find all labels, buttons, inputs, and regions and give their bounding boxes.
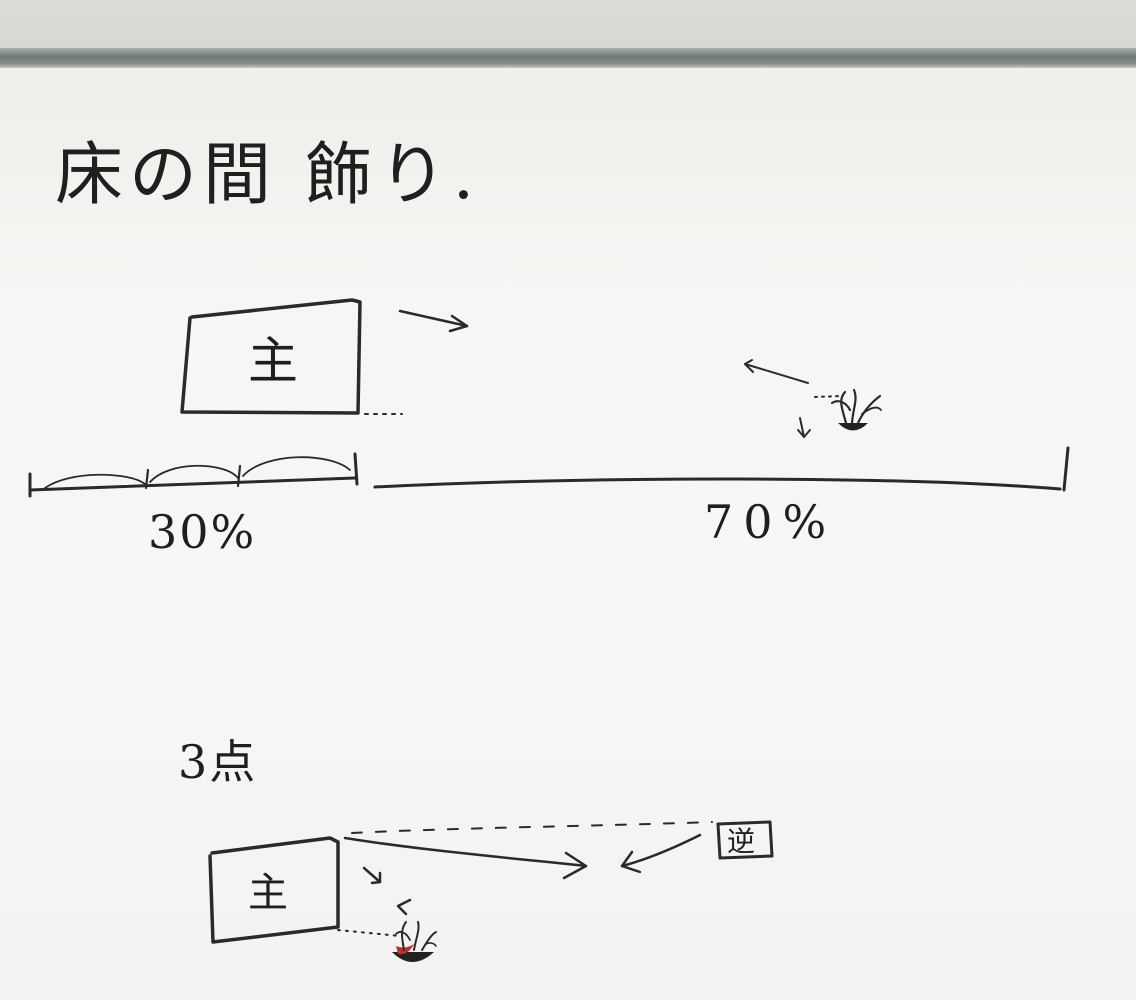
label-left-percent: 30% xyxy=(148,505,256,559)
main-scroll-box-top: 主 xyxy=(180,298,362,415)
main-scroll-box-bottom: 主 xyxy=(208,836,340,944)
ruler-left-section xyxy=(28,452,359,498)
dotted-guide-bottom xyxy=(351,821,713,834)
whiteboard-rail xyxy=(0,48,1136,68)
arrow-secondary-to-center xyxy=(620,833,702,874)
dotted-guide-flower xyxy=(337,929,401,937)
title-text: 床の間 飾り. xyxy=(55,136,480,215)
flower-arrangement-top xyxy=(744,359,882,438)
flower-arrangement-bottom xyxy=(392,921,437,962)
ruler-right-section xyxy=(373,446,1070,492)
label-three-points: 3点 xyxy=(178,735,257,789)
label-right-percent: 70% xyxy=(704,495,836,549)
secondary-char: 逆 xyxy=(727,825,755,858)
arrow-small-left xyxy=(396,898,412,916)
main-char-bottom: 主 xyxy=(248,870,288,916)
arrow-right-top xyxy=(398,309,469,333)
arrow-main-to-center xyxy=(343,836,588,880)
arrow-small-right xyxy=(362,866,382,885)
main-char-top: 主 xyxy=(248,332,298,390)
secondary-box: 逆 xyxy=(716,820,774,860)
